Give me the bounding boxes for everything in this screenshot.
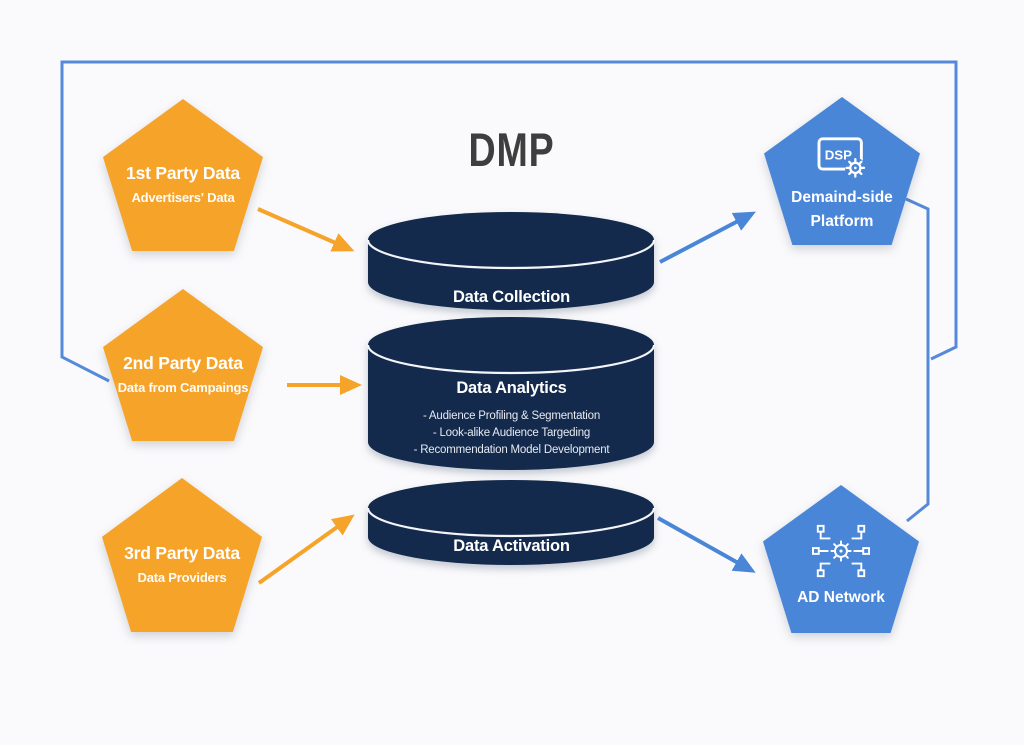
second-party-data-label: 2nd Party Data	[123, 352, 243, 373]
dsp-label-line2: Platform	[810, 213, 874, 230]
second-party-data-sublabel: Data from Campaings	[117, 380, 249, 396]
dsp-to-adnetwork-line	[905, 197, 930, 523]
data-collection-cylinder	[366, 212, 656, 310]
third-party-data-pentagon: 3rd Party Data Data Providers	[102, 478, 262, 632]
gear-icon	[830, 540, 852, 562]
data-analytics-label: Data Analytics	[456, 379, 567, 397]
ad-network-label: AD Network	[797, 588, 885, 606]
analytics-bullet: - Recommendation Model Development	[413, 444, 610, 456]
feedback-loop-border-line	[60, 60, 958, 383]
data-analytics-bullets: - Audience Profiling & Segmentation - Lo…	[368, 408, 655, 459]
second-party-data-pentagon: 2nd Party Data Data from Campaings	[103, 289, 263, 441]
first-party-data-pentagon: 1st Party Data Advertisers' Data	[103, 99, 263, 251]
data-activation-label: Data Activation	[453, 537, 570, 555]
network-chip-gear-icon	[812, 524, 871, 578]
data-activation-cylinder	[366, 480, 656, 565]
third-party-data-sublabel: Data Providers	[137, 570, 227, 586]
data-collection-label: Data Collection	[452, 288, 571, 306]
page-title: DMP	[468, 123, 555, 176]
dsp-screen-gear-icon: DSP	[817, 137, 866, 179]
analytics-bullet: - Audience Profiling & Segmentation	[422, 410, 601, 422]
dsp-icon-text: DSP	[825, 147, 852, 162]
arrow-collection-to-dsp	[659, 211, 756, 264]
demand-side-platform-pentagon: DSP Demaind-side Platform	[764, 97, 920, 245]
arrow-first-party-to-collection	[257, 207, 355, 252]
ad-network-pentagon: AD Network	[763, 485, 919, 633]
data-analytics-cylinder	[366, 317, 656, 470]
first-party-data-label: 1st Party Data	[126, 162, 240, 183]
analytics-bullet: - Look-alike Audience Targeding	[432, 427, 591, 439]
arrow-activation-to-adnetwork	[657, 516, 756, 573]
arrow-third-party-to-activation	[257, 514, 355, 585]
gear-icon	[845, 158, 866, 178]
dsp-label-line1: Demaind-side	[791, 188, 893, 206]
third-party-data-label: 3rd Party Data	[124, 542, 240, 563]
dsp-label: Demaind-side Platform	[791, 186, 893, 234]
first-party-data-sublabel: Advertisers' Data	[131, 190, 235, 206]
